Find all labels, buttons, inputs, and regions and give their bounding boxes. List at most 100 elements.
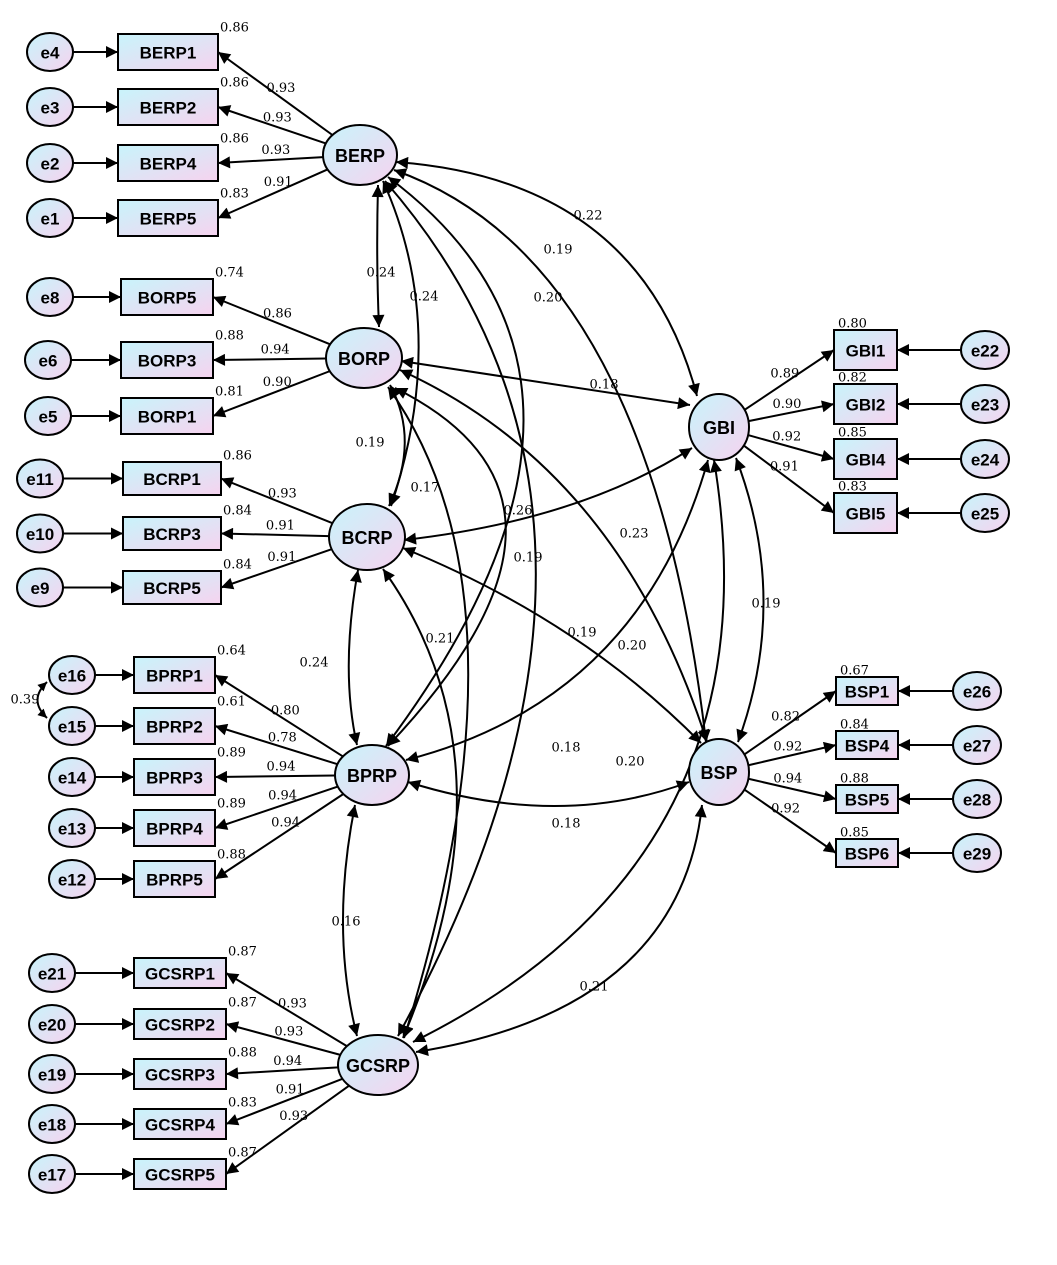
error-node-e28[interactable] <box>952 779 1002 819</box>
error-node-e21[interactable] <box>28 953 76 993</box>
loading-path-gbi5 <box>743 444 835 514</box>
indicator-box-gbi2[interactable] <box>833 383 898 425</box>
indicator-box-gcsrp1[interactable] <box>133 957 227 989</box>
loading-path-bsp4 <box>748 741 837 767</box>
indicator-box-gbi1[interactable] <box>833 329 898 371</box>
latent-node-bcrp[interactable] <box>328 503 406 571</box>
indicator-box-bcrp1[interactable] <box>122 461 222 496</box>
error-label: e19 <box>38 1066 66 1085</box>
covariance-label: 0.20 <box>534 291 563 306</box>
loading-label: 0.92 <box>773 740 802 755</box>
indicator-box-bcrp5[interactable] <box>122 570 222 605</box>
latent-node-borp[interactable] <box>325 327 403 389</box>
indicator-box-bsp1[interactable] <box>835 676 899 706</box>
indicator-box-gcsrp5[interactable] <box>133 1158 227 1190</box>
error-node-e24[interactable] <box>960 439 1010 479</box>
error-node-e1[interactable] <box>26 198 74 238</box>
error-node-e12[interactable] <box>48 859 96 899</box>
indicator-box-bprp3[interactable] <box>133 758 216 796</box>
error-node-e20[interactable] <box>28 1004 76 1044</box>
error-node-e11[interactable] <box>16 458 64 499</box>
loading-path-berp2 <box>217 105 327 145</box>
loading-path-bsp6 <box>743 788 837 854</box>
error-node-e25[interactable] <box>960 493 1010 533</box>
indicator-label: BCRP1 <box>143 470 201 489</box>
latent-node-berp[interactable] <box>322 124 398 186</box>
error-node-e15[interactable] <box>48 706 96 746</box>
indicator-box-bprp2[interactable] <box>133 707 216 745</box>
indicator-box-bprp5[interactable] <box>133 860 216 898</box>
loading-path-bsp1 <box>743 690 837 756</box>
error-node-e13[interactable] <box>48 808 96 848</box>
latent-node-bsp[interactable] <box>688 738 750 806</box>
loading-path-borp5 <box>212 295 331 346</box>
loading-label: 0.92 <box>772 429 801 444</box>
indicator-box-bsp4[interactable] <box>835 730 899 760</box>
covariance-label: 0.20 <box>618 639 647 654</box>
error-node-e2[interactable] <box>26 143 74 183</box>
loading-label: 0.94 <box>273 1054 302 1069</box>
indicator-box-gcsrp3[interactable] <box>133 1058 227 1090</box>
indicator-box-gbi5[interactable] <box>833 492 898 534</box>
covariance-bcrp-bprp <box>347 569 362 746</box>
indicator-label: BORP3 <box>138 352 197 371</box>
indicator-box-borp3[interactable] <box>120 341 214 379</box>
error-node-e27[interactable] <box>952 725 1002 765</box>
error-node-e5[interactable] <box>24 396 72 436</box>
error-label: e16 <box>58 667 86 686</box>
indicator-label: GCSRP3 <box>145 1066 215 1085</box>
loading-path-gcsrp5 <box>225 1084 350 1175</box>
indicator-box-berp1[interactable] <box>117 33 219 71</box>
indicator-box-berp4[interactable] <box>117 144 219 182</box>
indicator-label: GCSRP2 <box>145 1016 215 1035</box>
loading-path-borp3 <box>212 353 327 366</box>
loading-label: 0.89 <box>770 366 799 381</box>
covariance-gcsrp-bsp <box>415 804 707 1057</box>
error-node-e16[interactable] <box>48 655 96 695</box>
error-node-e10[interactable] <box>16 513 64 554</box>
indicator-box-gcsrp4[interactable] <box>133 1108 227 1140</box>
indicator-box-bsp6[interactable] <box>835 838 899 868</box>
latent-node-bprp[interactable] <box>334 744 410 806</box>
indicator-label: BPRP2 <box>146 718 203 737</box>
indicator-box-bprp4[interactable] <box>133 809 216 847</box>
error-label: e28 <box>963 791 991 810</box>
indicator-box-bsp5[interactable] <box>835 784 899 814</box>
error-node-e17[interactable] <box>28 1154 76 1194</box>
covariance-label: 0.21 <box>580 980 609 995</box>
loading-label: 0.91 <box>266 518 295 533</box>
error-label: e3 <box>41 99 60 118</box>
indicator-box-borp5[interactable] <box>120 278 214 316</box>
error-node-e29[interactable] <box>952 833 1002 873</box>
error-node-e22[interactable] <box>960 330 1010 370</box>
indicator-box-bcrp3[interactable] <box>122 516 222 551</box>
error-node-e26[interactable] <box>952 671 1002 711</box>
indicator-box-gbi4[interactable] <box>833 438 898 480</box>
error-label: e13 <box>58 820 86 839</box>
error-node-e18[interactable] <box>28 1104 76 1144</box>
indicator-box-bprp1[interactable] <box>133 656 216 694</box>
indicator-box-gcsrp2[interactable] <box>133 1008 227 1040</box>
error-node-e8[interactable] <box>26 277 74 317</box>
latent-node-gbi[interactable] <box>688 393 750 461</box>
indicator-box-berp5[interactable] <box>117 199 219 237</box>
error-node-e3[interactable] <box>26 87 74 127</box>
covariance-label: 0.22 <box>574 209 603 224</box>
error-node-e6[interactable] <box>24 340 72 380</box>
covariance-label: 0.24 <box>367 266 396 281</box>
error-covariance-label: 0.39 <box>11 693 40 708</box>
error-node-e14[interactable] <box>48 757 96 797</box>
covariance-label: 0.19 <box>356 436 385 451</box>
indicator-box-berp2[interactable] <box>117 88 219 126</box>
error-node-e23[interactable] <box>960 384 1010 424</box>
loading-label: 0.91 <box>770 459 799 474</box>
error-node-e19[interactable] <box>28 1054 76 1094</box>
error-node-e9[interactable] <box>16 567 64 608</box>
r-squared-label: 0.84 <box>223 558 252 573</box>
indicator-label: BERP4 <box>140 155 197 174</box>
loading-path-bcrp5 <box>220 548 333 590</box>
indicator-box-borp1[interactable] <box>120 397 214 435</box>
error-node-e4[interactable] <box>26 32 74 72</box>
latent-node-gcsrp[interactable] <box>337 1034 419 1096</box>
indicator-label: GCSRP5 <box>145 1166 215 1185</box>
